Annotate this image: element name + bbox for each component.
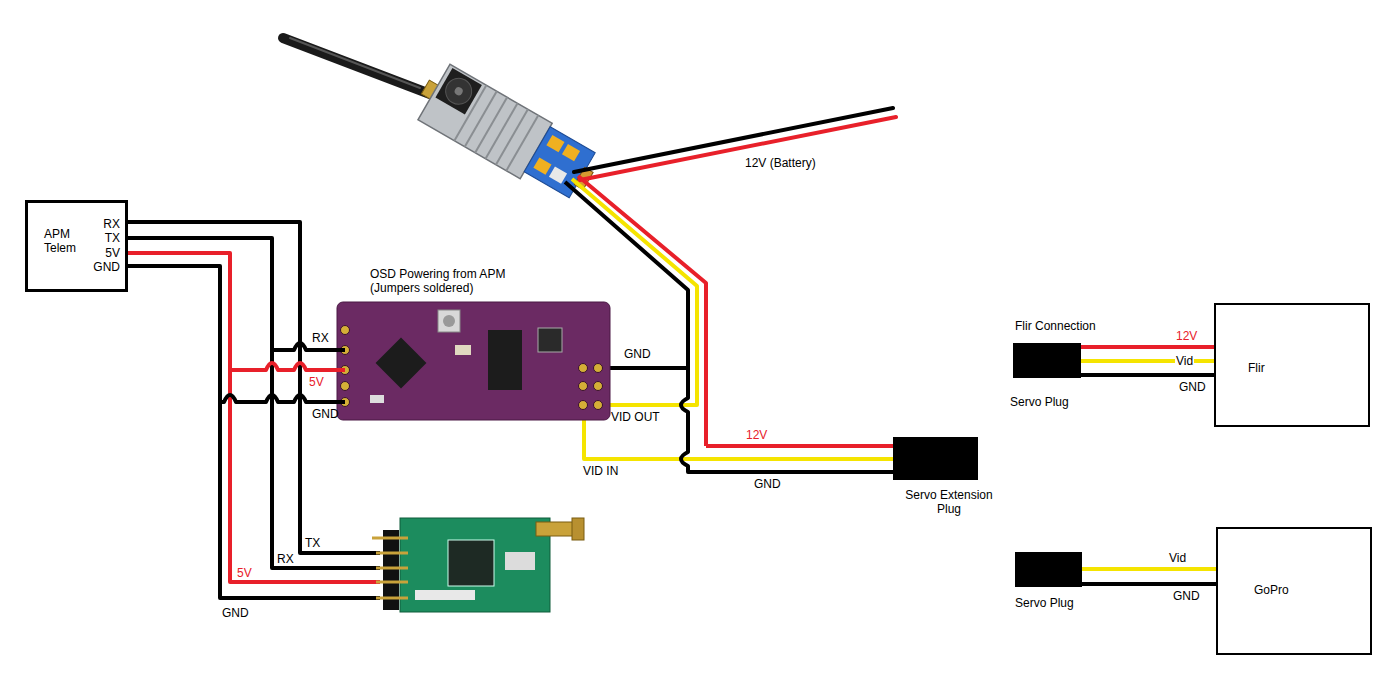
pin-label: RX bbox=[103, 217, 120, 231]
pin-label: TX bbox=[305, 536, 320, 550]
video-transmitter-part-part bbox=[435, 68, 481, 114]
osd-board-part bbox=[337, 302, 610, 420]
osd-board-part bbox=[376, 338, 427, 389]
signal-wire bbox=[1082, 567, 1216, 571]
video-transmitter-part-part bbox=[533, 157, 551, 174]
signal-wire bbox=[1082, 582, 1216, 586]
pin-label: VID OUT bbox=[611, 410, 660, 424]
video-transmitter-part-part bbox=[562, 144, 580, 161]
wire-label: 12V (Battery) bbox=[745, 156, 816, 170]
video-transmitter-part-part bbox=[475, 97, 507, 152]
wire-label: Vid bbox=[1168, 551, 1187, 565]
pin-label: GND bbox=[222, 606, 249, 620]
pin-label: RX bbox=[277, 552, 294, 566]
radio-module bbox=[372, 518, 584, 612]
radio-module-part bbox=[376, 567, 408, 570]
apm-wires-part bbox=[272, 343, 345, 350]
video-transmitter-part-part bbox=[453, 86, 464, 97]
telemetry-port: APM Telem RXTX5VGND bbox=[25, 200, 128, 292]
vtx-harness-part bbox=[584, 405, 893, 459]
osd-board-part bbox=[455, 345, 471, 355]
video-transmitter-part-part bbox=[496, 109, 528, 164]
radio-module-part bbox=[376, 581, 408, 584]
osd-board-part bbox=[594, 382, 603, 391]
pin-label: 5V bbox=[105, 246, 120, 260]
wire-label: GND bbox=[1178, 380, 1207, 394]
plug-label: Servo Extension Plug bbox=[893, 488, 1005, 516]
pin-label: RX bbox=[312, 331, 329, 345]
apm-wires bbox=[128, 222, 380, 598]
video-transmitter-part-part bbox=[441, 73, 477, 109]
battery-wires-part bbox=[580, 117, 896, 180]
osd-board-part bbox=[594, 364, 603, 373]
osd-board-part bbox=[443, 315, 455, 327]
osd-board-part bbox=[538, 328, 562, 352]
osd-board-part bbox=[488, 330, 522, 390]
radio-module-part bbox=[448, 540, 494, 586]
vtx-harness-part bbox=[565, 182, 893, 472]
radio-module-part bbox=[376, 597, 408, 600]
osd-board bbox=[337, 302, 610, 420]
pin-label: 5V bbox=[237, 566, 252, 580]
plug-label: Servo Plug bbox=[1010, 395, 1069, 409]
radio-module-part bbox=[415, 590, 475, 600]
wire-label: 12V bbox=[1175, 329, 1198, 343]
signal-wire bbox=[1081, 345, 1214, 349]
pin-label: GND bbox=[312, 407, 339, 421]
osd-board-part bbox=[579, 382, 588, 391]
osd-board-part bbox=[579, 401, 588, 410]
port-name: APM Telem bbox=[44, 227, 94, 255]
wire-label: 12V bbox=[746, 428, 767, 442]
apm-wires-part bbox=[128, 238, 380, 568]
osd-board-part bbox=[370, 395, 384, 403]
servo-extension-plug: Servo Extension Plug bbox=[893, 437, 978, 480]
battery-wires bbox=[574, 108, 896, 180]
apm-wires-part bbox=[230, 363, 345, 370]
pin-label: VID IN bbox=[583, 464, 618, 478]
apm-wires-part bbox=[128, 266, 380, 598]
connection-title: Flir Connection bbox=[1015, 319, 1096, 333]
wire-label: GND bbox=[1172, 589, 1201, 603]
camera-box: GoPro bbox=[1216, 527, 1372, 655]
apm-wires-part bbox=[220, 395, 345, 402]
apm-wires-part bbox=[128, 253, 380, 582]
video-transmitter-part bbox=[283, 38, 430, 94]
pin-label: 5V bbox=[309, 375, 324, 389]
video-transmitter bbox=[283, 38, 604, 209]
video-transmitter-part-part bbox=[549, 166, 567, 183]
video-transmitter-part-part bbox=[486, 103, 518, 158]
radio-module-part bbox=[505, 552, 535, 570]
pin-label: GND bbox=[624, 347, 651, 361]
plug-label: Servo Plug bbox=[1015, 596, 1074, 610]
osd-board-part bbox=[438, 310, 460, 332]
video-transmitter-part bbox=[409, 59, 604, 208]
wire-label: Vid bbox=[1175, 354, 1194, 368]
osd-board-part bbox=[579, 364, 588, 373]
radio-module-part bbox=[400, 518, 550, 612]
servo-plug: Servo Plug bbox=[1013, 343, 1081, 378]
osd-board-part bbox=[594, 401, 603, 410]
radio-module-part bbox=[372, 537, 408, 540]
battery-wires-part bbox=[574, 108, 893, 172]
vtx-harness bbox=[565, 176, 893, 472]
servo-plug: Servo Plug bbox=[1015, 552, 1082, 587]
radio-module-part bbox=[572, 518, 584, 540]
radio-module-part bbox=[376, 552, 408, 555]
osd-board-part bbox=[341, 326, 350, 335]
video-transmitter-part bbox=[290, 38, 420, 88]
pin-label: GND bbox=[93, 260, 120, 274]
board-title: OSD Powering from APM (Jumpers soldered) bbox=[370, 267, 520, 295]
osd-board-part bbox=[341, 382, 350, 391]
camera-box: Flir bbox=[1214, 303, 1370, 427]
signal-wire bbox=[1081, 373, 1214, 377]
video-transmitter-part-part bbox=[546, 135, 564, 152]
pin-label: TX bbox=[105, 231, 120, 245]
apm-wires-part bbox=[128, 222, 380, 553]
camera-name: Flir bbox=[1248, 361, 1265, 375]
camera-name: GoPro bbox=[1254, 583, 1289, 597]
wire-label: GND bbox=[754, 477, 781, 491]
vtx-harness-part bbox=[598, 366, 688, 370]
